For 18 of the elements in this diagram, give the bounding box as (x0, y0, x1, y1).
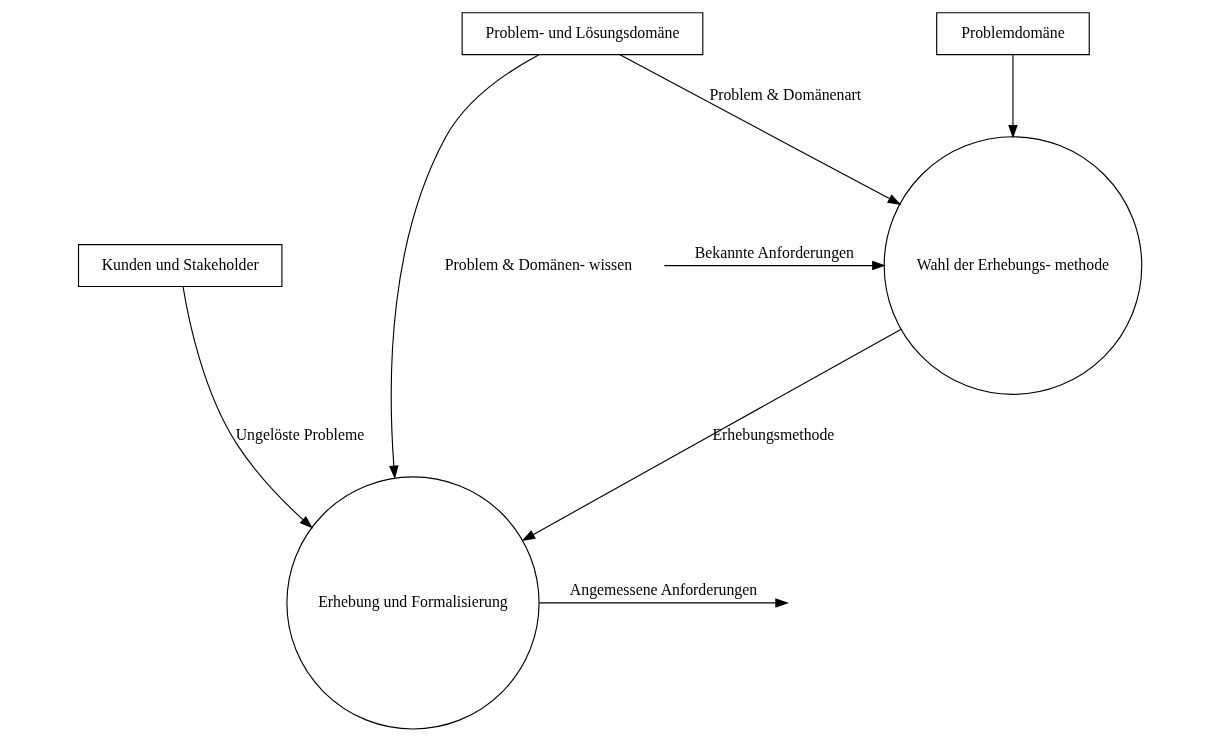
edge-label: Angemessene Anforderungen (569, 581, 758, 599)
edge-label: Problem & Domänenart (709, 86, 862, 104)
edge-label: Problem & Domänen- wissen (444, 255, 633, 273)
arrow (663, 260, 886, 271)
edge-label: Ungelöste Probleme (235, 425, 365, 443)
edge-label: Bekannte Anforderungen (694, 243, 854, 261)
node-circle: Wahl der Erhebungs- methode (883, 136, 1143, 395)
node-box: Problem- und Lösungsdomäne (461, 12, 704, 56)
arrow (618, 54, 902, 205)
arrow (389, 54, 540, 480)
arrow (521, 328, 902, 542)
edge-label: Erhebungsmethode (712, 425, 835, 443)
arrow (182, 286, 313, 529)
node-box: Problemdomäne (936, 12, 1090, 56)
node-box: Kunden und Stakeholder (77, 244, 283, 288)
node-circle: Erhebung und Formalisierung (286, 476, 540, 730)
arrow (538, 598, 789, 608)
arrow (1008, 54, 1018, 139)
